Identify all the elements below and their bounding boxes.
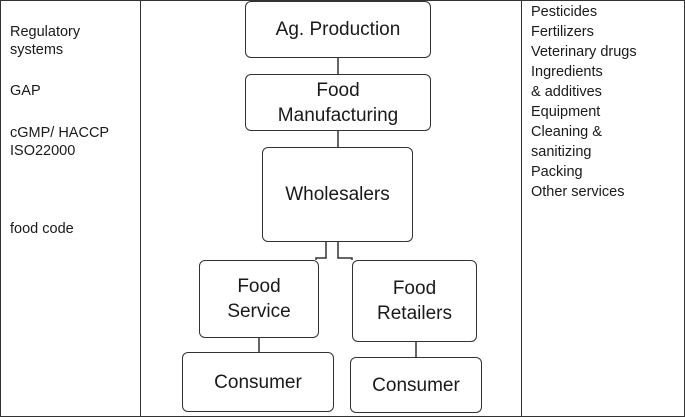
gap-label: GAP: [10, 83, 41, 99]
inputs-list-item: Cleaning &: [531, 124, 602, 140]
consumer-left-node: Consumer: [182, 352, 334, 412]
food-manufacturing-label: Food Manufacturing: [277, 79, 399, 126]
cgmp-haccp-label: cGMP/ HACCP ISO22000: [10, 125, 110, 159]
inputs-list-item: Other services: [531, 184, 625, 200]
inputs-list-item: Equipment: [531, 104, 601, 120]
consumer-right-node: Consumer: [350, 357, 482, 413]
left-column-divider: [140, 0, 141, 417]
inputs-list-item: Pesticides: [531, 4, 598, 20]
inputs-list-item: Packing: [531, 164, 583, 180]
consumer-left-label: Consumer: [214, 371, 302, 393]
wholesalers-label: Wholesalers: [285, 184, 390, 205]
inputs-list-item: Fertilizers: [531, 24, 594, 40]
food-service-label: Food Service: [227, 276, 291, 322]
food-service-node: Food Service: [199, 260, 319, 338]
consumer-right-label: Consumer: [372, 374, 460, 396]
food-retailers-label: Food Retailers: [377, 278, 452, 324]
food-code-label: food code: [10, 221, 74, 237]
food-retailers-node: Food Retailers: [352, 260, 477, 342]
wholesalers-node: Wholesalers: [262, 147, 413, 242]
inputs-list-item: Veterinary drugs: [531, 44, 637, 60]
inputs-list-item: Ingredients: [531, 64, 603, 80]
inputs-list: Pesticides Fertilizers Veterinary drugs …: [531, 2, 637, 202]
inputs-list-item: sanitizing: [531, 144, 592, 160]
food-manufacturing-node: Food Manufacturing: [245, 74, 431, 131]
ag-production-label: Ag. Production: [275, 19, 401, 40]
ag-production-node: Ag. Production: [245, 1, 431, 58]
inputs-list-item: & additives: [531, 84, 602, 100]
right-column-divider: [521, 0, 522, 417]
regulatory-systems-label: Regulatory systems: [10, 24, 81, 58]
